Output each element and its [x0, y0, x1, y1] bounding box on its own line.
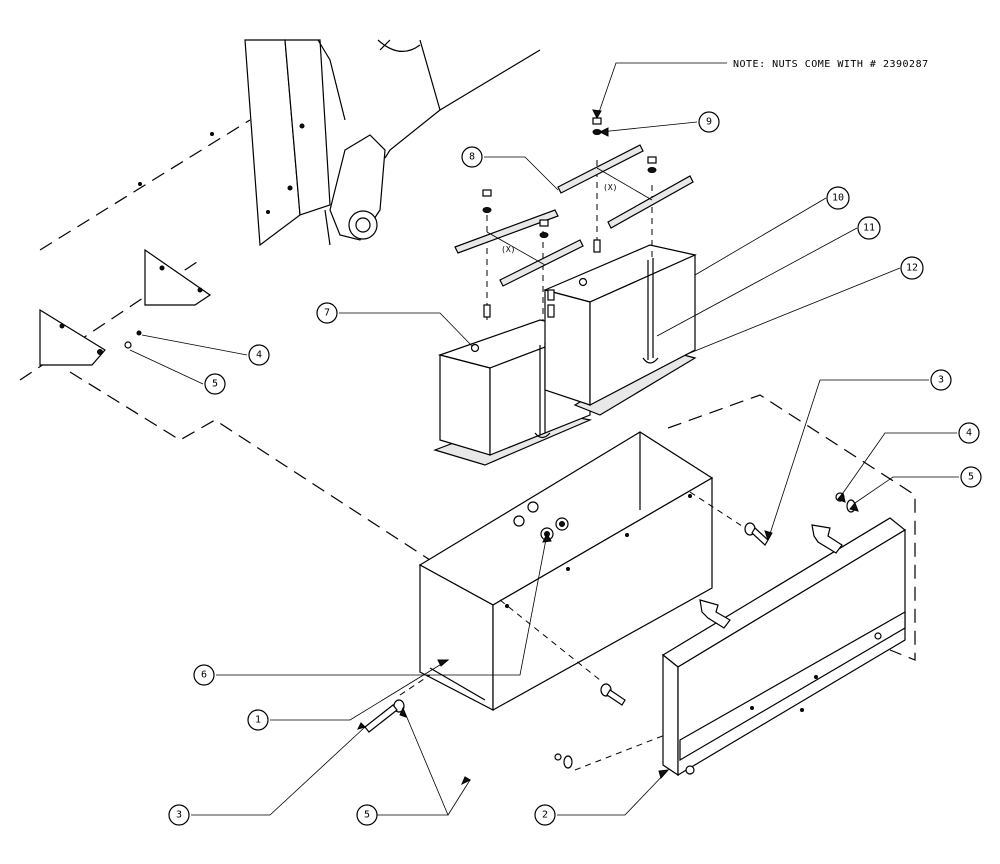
callout-7-label: 7: [324, 308, 330, 319]
callout-6: 6: [193, 664, 215, 686]
callout-5-bottom: 5: [356, 804, 378, 826]
callout-12-label: 12: [906, 263, 918, 274]
callout-3-left: 3: [168, 804, 190, 826]
callout-5-bottom-label: 5: [364, 810, 370, 821]
callout-10: 10: [826, 186, 850, 210]
callout-6-label: 6: [201, 670, 207, 681]
callout-7: 7: [316, 302, 338, 324]
bolt-path-cover: [574, 734, 666, 771]
leader-arrowheads: [357, 109, 859, 786]
callout-11: 11: [857, 216, 881, 240]
callout-8: 8: [461, 146, 483, 168]
callout-4-left-label: 4: [256, 350, 262, 361]
strap-qty-label-left: (X): [501, 245, 515, 254]
nuts-and-washers: [482, 117, 657, 238]
callout-5-left-label: 5: [212, 379, 218, 390]
strap-qty-label-right: (X): [603, 183, 617, 192]
nuts-note: NOTE: NUTS COME WITH # 2390287: [733, 59, 929, 70]
battery-right: [543, 244, 697, 406]
machine-frame: [19, 39, 541, 381]
callout-5-right: 5: [960, 466, 982, 488]
callout-1: 1: [247, 709, 269, 731]
callout-2: 2: [534, 804, 556, 826]
callout-9-label: 9: [706, 117, 712, 128]
callout-4-left: 4: [248, 344, 270, 366]
callout-11-label: 11: [863, 223, 875, 234]
callout-10-label: 10: [832, 193, 844, 204]
callout-3-left-label: 3: [176, 810, 182, 821]
callout-2-label: 2: [542, 810, 548, 821]
mounting-brackets: [39, 248, 212, 366]
hardware-bolts: [364, 492, 856, 769]
callout-3-right-label: 3: [938, 375, 944, 386]
callout-3-right: 3: [930, 369, 952, 391]
cover-latches: [699, 524, 843, 629]
assembly-boundary-left: [69, 371, 431, 561]
callout-1-label: 1: [255, 715, 261, 726]
callout-5-right-label: 5: [968, 472, 974, 483]
leader-lines: [129, 62, 959, 816]
callout-4-right-label: 4: [966, 428, 972, 439]
battery-box-cover: [661, 517, 907, 777]
callout-8-label: 8: [469, 152, 475, 163]
callout-12: 12: [900, 256, 924, 280]
callout-4-right: 4: [958, 422, 980, 444]
hold-down-straps: [454, 144, 694, 287]
bolt-path-box: [399, 674, 431, 696]
battery-box: [418, 431, 714, 712]
callout-9: 9: [698, 111, 720, 133]
callout-5-left: 5: [204, 373, 226, 395]
